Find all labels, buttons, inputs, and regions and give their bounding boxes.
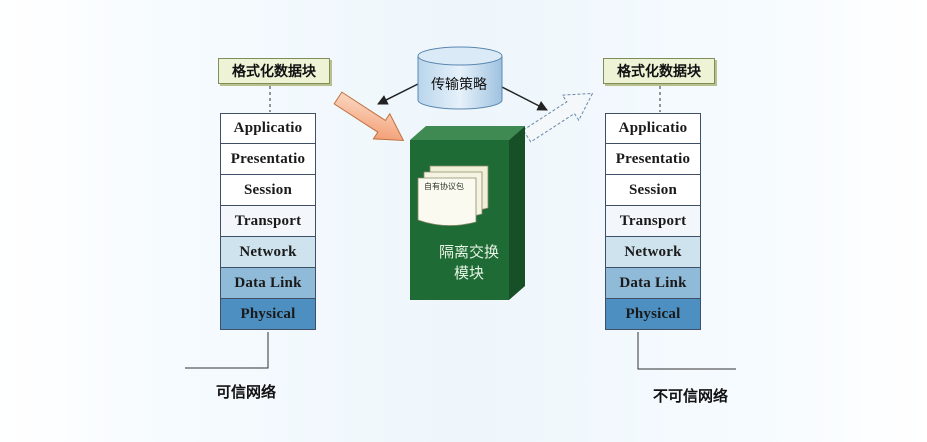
layer-transport: Transport <box>220 206 316 237</box>
outbound-dashed-arrow <box>522 92 594 143</box>
layer-network: Network <box>605 237 701 268</box>
trusted-network-label: 可信网络 <box>216 383 277 401</box>
layer-transport: Transport <box>605 206 701 237</box>
trusted-network-line <box>185 332 269 369</box>
layer-application: Applicatio <box>220 113 316 144</box>
right-osi-stack: Applicatio Presentatio Session Transport… <box>605 113 701 330</box>
policy-arrow-left <box>377 83 419 105</box>
left-format-block: 格式化数据块 <box>218 58 330 84</box>
right-format-block: 格式化数据块 <box>603 58 715 84</box>
untrusted-network-label: 不可信网络 <box>653 387 729 405</box>
right-format-block-label: 格式化数据块 <box>617 64 701 80</box>
layer-physical: Physical <box>605 299 701 330</box>
layer-physical: Physical <box>220 299 316 330</box>
policy-arrow-right <box>499 85 548 111</box>
left-osi-stack: Applicatio Presentatio Session Transport… <box>220 113 316 330</box>
layer-session: Session <box>220 175 316 206</box>
protocol-document-label: 自有协议包 <box>424 182 464 191</box>
inbound-block-arrow <box>333 91 405 142</box>
untrusted-network-line <box>637 332 736 370</box>
layer-application: Applicatio <box>605 113 701 144</box>
layer-session: Session <box>605 175 701 206</box>
isolation-module-line1: 隔离交换 <box>438 243 499 261</box>
layer-data-link: Data Link <box>605 268 701 299</box>
transmission-policy-label: 传输策略 <box>431 77 487 93</box>
layer-presentation: Presentatio <box>220 144 316 175</box>
layer-data-link: Data Link <box>220 268 316 299</box>
isolation-module-label: 隔离交换 模块 <box>419 242 519 284</box>
layer-network: Network <box>220 237 316 268</box>
isolation-module-line2: 模块 <box>453 264 484 282</box>
layer-presentation: Presentatio <box>605 144 701 175</box>
left-format-block-label: 格式化数据块 <box>232 64 316 80</box>
policy-cylinder <box>417 46 503 110</box>
protocol-document-stack <box>417 165 489 226</box>
